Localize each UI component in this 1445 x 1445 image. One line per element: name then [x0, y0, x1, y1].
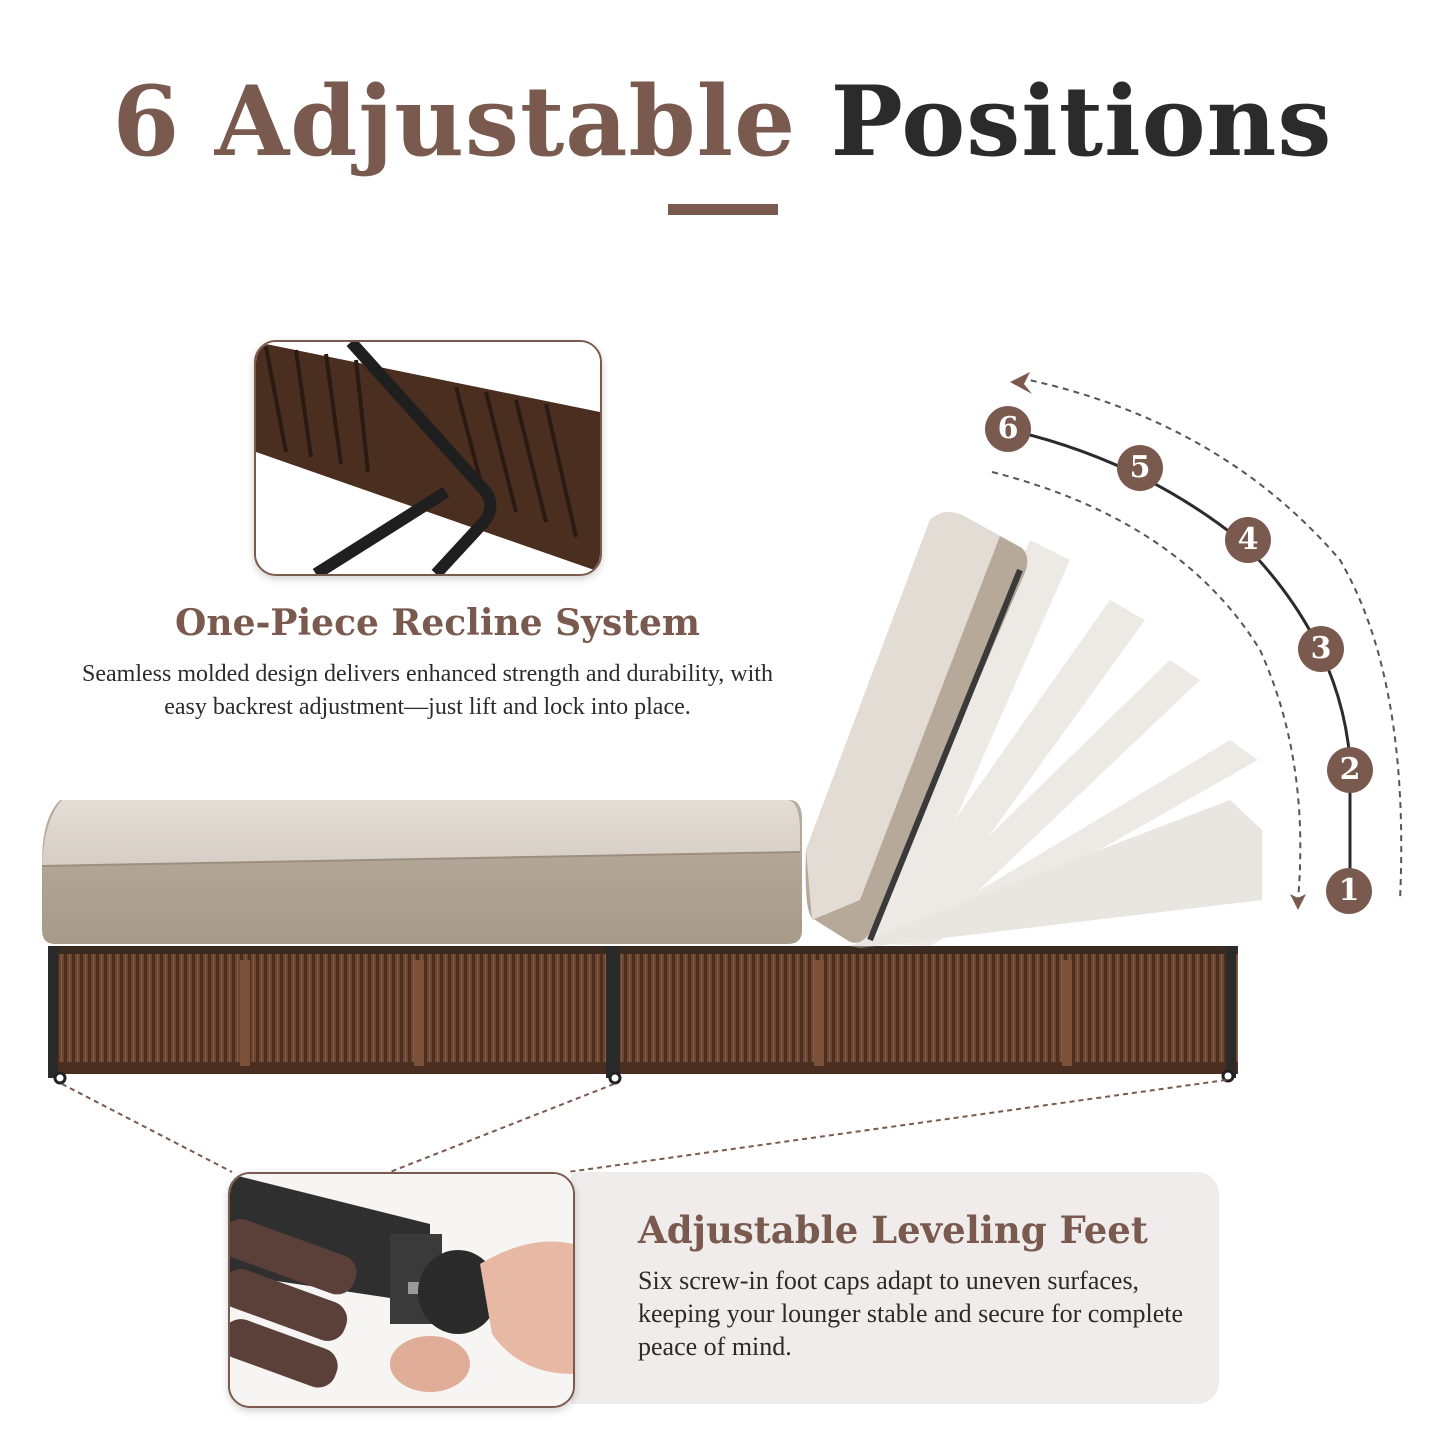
backrest-ghost-positions	[850, 540, 1262, 948]
page-title: 6 Adjustable Positions	[0, 62, 1445, 182]
recline-feature-title: One-Piece Recline System	[175, 602, 700, 644]
position-badge-4: 4	[1225, 517, 1271, 563]
leveling-feet-callout-lines	[61, 1079, 1227, 1173]
leveling-feature-title: Adjustable Leveling Feet	[638, 1208, 1148, 1252]
foot-cap-closeup-image	[228, 1172, 575, 1408]
backrest-cushion	[805, 512, 1028, 943]
title-divider	[668, 204, 778, 215]
position-badge-3: 3	[1298, 626, 1344, 672]
recline-closeup-image	[254, 340, 602, 576]
recline-frame-icon	[256, 342, 600, 574]
seat-cushion	[41, 800, 802, 944]
recline-feature-body: Seamless molded design delivers enhanced…	[82, 661, 773, 720]
foot-cap-icon	[230, 1174, 573, 1406]
title-dark: Positions	[830, 65, 1333, 178]
position-badge-1: 1	[1326, 868, 1372, 914]
title-accent: 6 Adjustable	[112, 65, 797, 178]
position-badge-5: 5	[1117, 445, 1163, 491]
leveling-feature-body: Six screw-in foot caps adapt to uneven s…	[638, 1266, 1184, 1361]
position-badge-6: 6	[985, 406, 1031, 452]
wicker-base	[48, 946, 1238, 1085]
position-badge-2: 2	[1327, 747, 1373, 793]
leveling-feature-panel	[571, 1172, 1219, 1404]
